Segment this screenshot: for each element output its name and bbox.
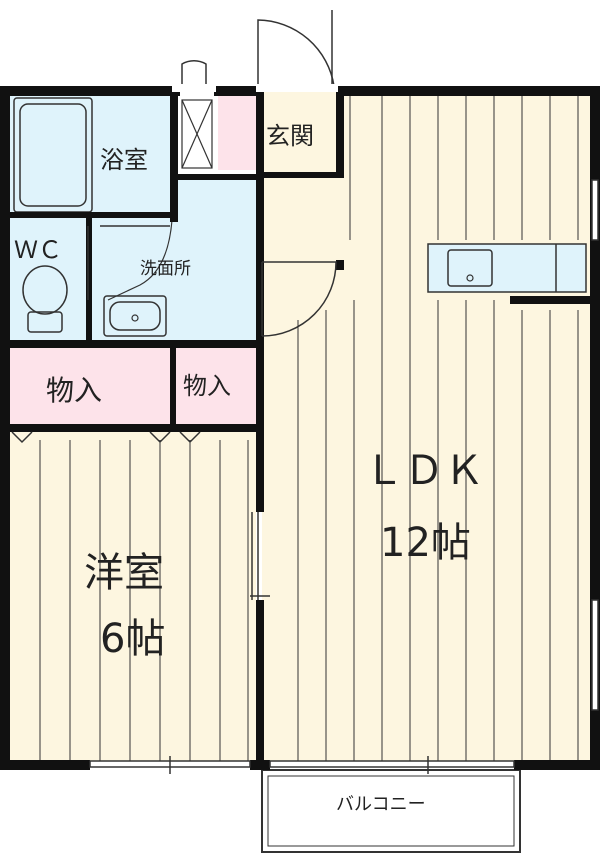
western-room-name: 洋室 [84,550,164,596]
wc-label: ＷＣ [14,236,62,264]
sink-icon [447,249,493,287]
bath-label: 浴室 [100,146,148,174]
storage-right-floor [176,346,256,426]
storage-left-floor [10,346,170,426]
shoe-closet-floor [218,92,260,170]
western-wood-lines [39,440,249,764]
walls [0,86,600,770]
storage-right-label: 物入 [183,372,231,400]
closet-triangles [11,431,201,444]
entrance-label: 玄関 [266,122,314,150]
washroom-label: 洗面所 [140,259,191,279]
wc-floor [10,218,90,340]
entrance-floor [262,92,344,347]
balcony [261,769,521,853]
washbasin-icon [103,219,173,337]
front-door-swing [257,19,335,87]
toilet-icon [22,265,68,333]
balcony-label: バルコニー [336,794,426,815]
storage-left-label: 物入 [46,374,102,407]
western-room-floor [10,430,256,764]
doors [11,10,599,774]
entrance-door-swing [261,261,337,337]
ldk-wood-lines [297,96,579,764]
western-room-size: 6帖 [100,616,165,662]
utility-door-swing [181,60,207,86]
ldk-name: ＬＤＫ [364,448,484,494]
kitchen-counter [427,243,594,304]
utility-box [181,99,213,169]
ldk-size: 12帖 [380,520,471,566]
